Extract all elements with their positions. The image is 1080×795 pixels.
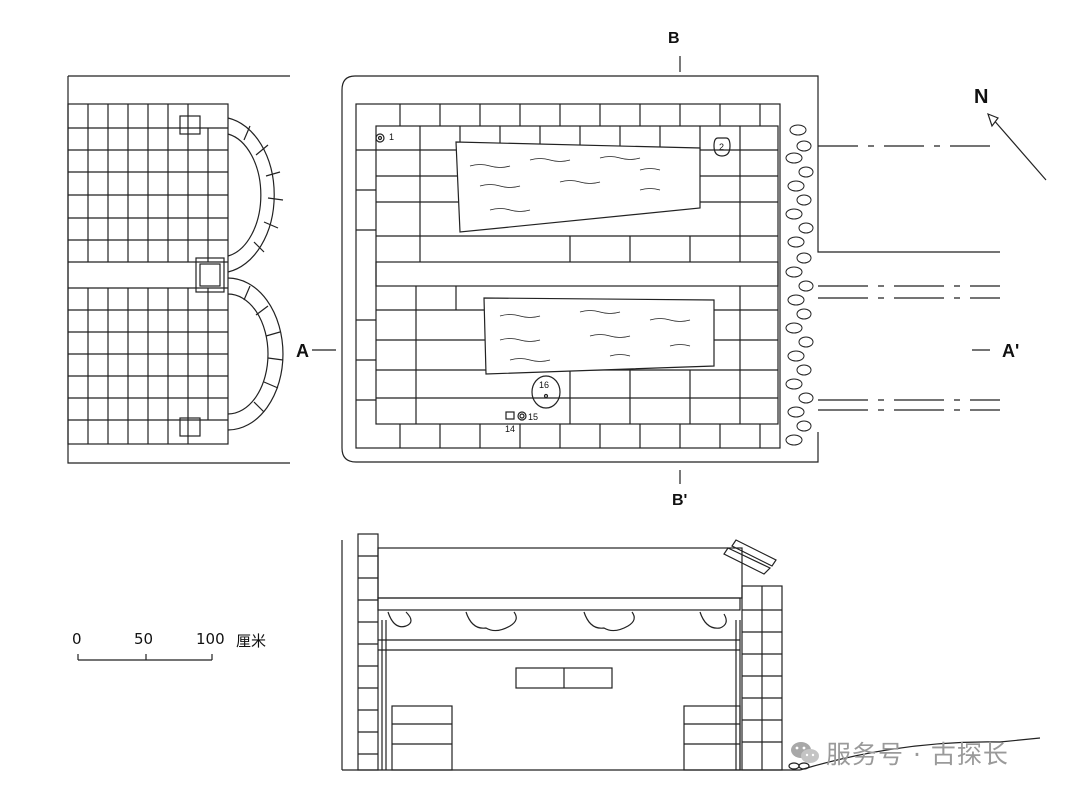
scale-tick-0: 0 (72, 630, 82, 648)
scale-tick-100: 100 (196, 630, 225, 648)
watermark: 服务号 · 古探长 (790, 735, 1009, 771)
section-view (341, 533, 1041, 771)
scale-tick-50: 50 (134, 630, 154, 648)
section-label-b: B (668, 30, 680, 47)
find-label: 14 (505, 424, 516, 434)
north-arrow-icon (987, 112, 1047, 181)
section-label-a: A (296, 341, 309, 361)
find-label: 16 (539, 380, 550, 390)
scale-unit: 厘米 (236, 632, 267, 650)
north-label: N (974, 86, 989, 108)
scale-bar (77, 654, 213, 661)
section-label-a-prime: A' (1002, 341, 1020, 361)
wechat-icon (790, 740, 820, 766)
section-label-b-prime: B' (672, 492, 688, 509)
watermark-text: 服务号 · 古探长 (826, 740, 1009, 769)
main-plan (341, 75, 1000, 463)
find-label: 2 (719, 142, 725, 152)
left-plan (67, 75, 290, 464)
find-label: 1 (389, 132, 395, 142)
find-label: 15 (528, 412, 539, 422)
